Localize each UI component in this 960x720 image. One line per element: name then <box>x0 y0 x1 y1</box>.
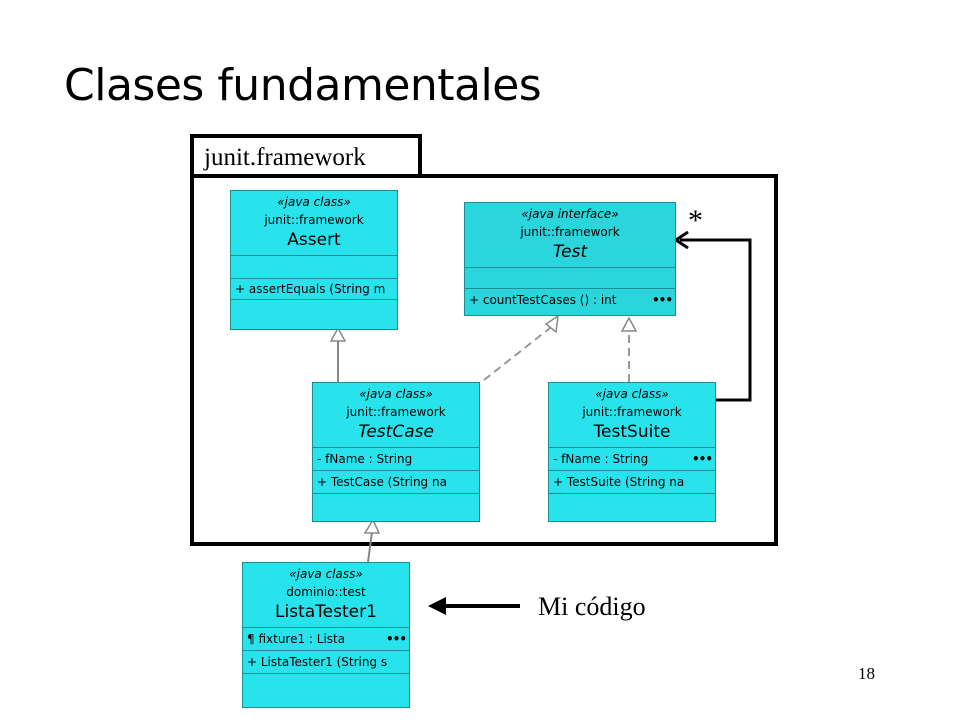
stereotype: «java interface» <box>521 207 619 221</box>
page-number: 18 <box>858 664 875 683</box>
generalization-arrowhead-2 <box>363 518 381 534</box>
stereotype: «java class» <box>359 387 433 401</box>
class-header: «java interface» junit::framework Test <box>465 203 675 268</box>
my-code-arrowhead <box>428 597 446 615</box>
attribute: - fName : String <box>317 452 413 466</box>
attributes-section: ¶ fixture1 : Lista ••• <box>243 628 409 651</box>
operations-section: + TestCase (String na <box>313 471 479 494</box>
operation: + assertEquals (String m <box>235 282 386 296</box>
operation: + ListaTester1 (String s <box>247 655 388 669</box>
stereotype: «java class» <box>289 567 363 581</box>
class-package: junit::framework <box>346 405 446 419</box>
class-package: junit::framework <box>582 405 682 419</box>
class-name: TestSuite <box>593 422 671 442</box>
slide-title: Clases fundamentales <box>64 60 542 111</box>
extra-section <box>243 674 409 694</box>
more-icon: ••• <box>385 632 407 646</box>
attributes-section: - fName : String ••• <box>549 448 715 471</box>
multiplicity-label: * <box>688 204 703 237</box>
class-testcase[interactable]: «java class» junit::framework TestCase -… <box>312 382 480 522</box>
operation: + countTestCases () : int <box>469 293 617 307</box>
extra-section <box>549 494 715 514</box>
attributes-section <box>231 256 397 279</box>
operation: + TestCase (String na <box>317 475 447 489</box>
class-name: ListaTester1 <box>275 602 377 622</box>
attributes-section <box>465 268 675 289</box>
stereotype: «java class» <box>277 195 351 209</box>
package-frame <box>190 174 778 546</box>
class-name: TestCase <box>358 422 434 442</box>
class-package: junit::framework <box>520 225 620 239</box>
class-package: dominio::test <box>286 585 366 599</box>
attribute: ¶ fixture1 : Lista <box>247 632 346 646</box>
association-testsuite-test <box>680 238 752 402</box>
operations-section: + countTestCases () : int ••• <box>465 289 675 311</box>
generalization-lista-testcase <box>367 531 373 563</box>
operations-section: + assertEquals (String m <box>231 279 397 300</box>
class-listatester1[interactable]: «java class» dominio::test ListaTester1 … <box>242 562 410 708</box>
realization-arrowhead-2 <box>620 316 638 332</box>
class-name: Assert <box>287 230 341 250</box>
operations-section: + ListaTester1 (String s <box>243 651 409 674</box>
package-name: junit.framework <box>204 144 366 171</box>
class-name: Test <box>552 242 588 262</box>
more-icon: ••• <box>691 452 713 466</box>
class-header: «java class» junit::framework Assert <box>231 191 397 256</box>
realization-testcase-test <box>483 327 551 381</box>
interface-test[interactable]: «java interface» junit::framework Test +… <box>464 202 676 316</box>
realization-arrowhead <box>544 314 559 334</box>
my-code-label: Mi código <box>538 592 646 621</box>
extra-section <box>231 300 397 324</box>
more-icon: ••• <box>651 293 673 307</box>
class-header: «java class» junit::framework TestSuite <box>549 383 715 448</box>
package-tab <box>190 134 422 174</box>
class-assert[interactable]: «java class» junit::framework Assert + a… <box>230 190 398 330</box>
association-arrowhead <box>673 230 689 250</box>
extra-section <box>313 494 479 514</box>
operations-section: + TestSuite (String na <box>549 471 715 494</box>
class-package: junit::framework <box>264 213 364 227</box>
stereotype: «java class» <box>595 387 669 401</box>
operation: + TestSuite (String na <box>553 475 685 489</box>
class-testsuite[interactable]: «java class» junit::framework TestSuite … <box>548 382 716 522</box>
generalization-arrowhead <box>329 326 347 342</box>
attributes-section: - fName : String <box>313 448 479 471</box>
class-header: «java class» dominio::test ListaTester1 <box>243 563 409 628</box>
class-header: «java class» junit::framework TestCase <box>313 383 479 448</box>
attribute: - fName : String <box>553 452 649 466</box>
